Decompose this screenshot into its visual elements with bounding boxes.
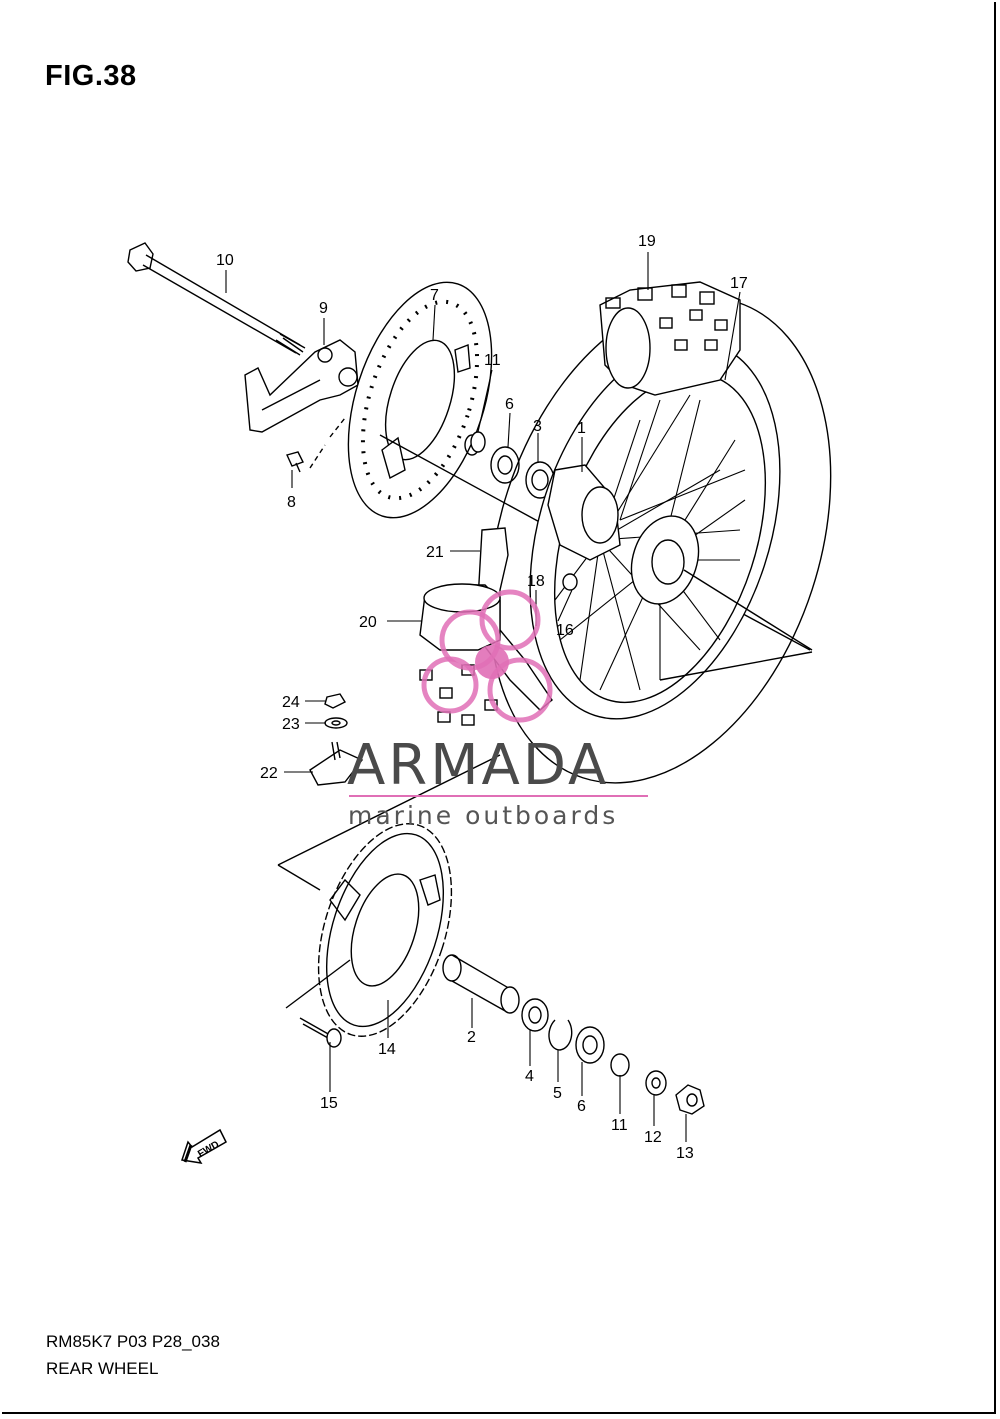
bracket-bolt-part [286,417,346,473]
callout-1: 1 [577,420,586,437]
callout-3: 3 [533,418,542,435]
callout-labels: 10 9 7 11 6 3 1 19 17 8 21 18 20 16 24 2… [216,233,748,1162]
callout-5: 5 [553,1085,562,1102]
callout-21: 21 [426,544,444,561]
watermark: ARMADA marine outboards [347,589,648,830]
callout-19: 19 [638,233,656,250]
spacer-tube-part [442,954,520,1014]
fwd-arrow-icon: FWD [181,1128,227,1164]
callout-17: 17 [730,275,748,292]
callout-4: 4 [525,1068,534,1085]
callout-2: 2 [467,1029,476,1046]
watermark-tagline: marine outboards [348,801,618,830]
callout-11-bottom: 11 [611,1117,628,1134]
axle-bolt-part [127,242,306,356]
tire-part [599,281,741,396]
callout-7: 7 [430,287,439,304]
callout-10: 10 [216,252,234,269]
rear-wheel-assembly [488,296,832,784]
callout-20: 20 [359,614,377,631]
callout-18: 18 [527,573,545,590]
callout-9: 9 [319,300,328,317]
callout-6-bottom: 6 [577,1098,586,1115]
callout-11-top: 11 [484,352,501,369]
callout-13: 13 [676,1145,694,1162]
callout-23: 23 [282,716,300,733]
callout-16: 16 [556,622,574,639]
sprocket-bolt-part [285,959,351,1048]
callout-12: 12 [644,1129,662,1146]
rim-band-and-tube [419,527,553,726]
leader-lines [225,252,741,1142]
diagram-code: RM85K7 P03 P28_038 [46,1332,220,1351]
callout-6-top: 6 [505,396,514,413]
callout-22: 22 [260,765,278,782]
callout-15: 15 [320,1095,338,1112]
callout-24: 24 [282,694,300,711]
caliper-bracket-part [244,339,359,433]
diagram-name: REAR WHEEL [46,1359,159,1378]
watermark-brand: ARMADA [347,733,609,798]
right-hub-hardware [521,998,705,1115]
callout-14: 14 [378,1041,396,1058]
callout-8: 8 [287,494,296,511]
figure-title: FIG.38 [45,60,137,92]
sprocket-part [277,754,501,1037]
valve-parts [309,693,364,786]
